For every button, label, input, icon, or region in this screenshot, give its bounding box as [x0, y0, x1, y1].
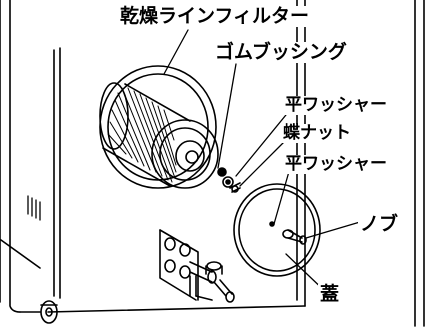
label-knob: ノブ: [358, 213, 401, 235]
caster-wheel: [40, 300, 58, 324]
knob: [269, 221, 307, 245]
leader-lines: [163, 29, 361, 297]
label-drying-line-filter: 乾燥ラインフィルター: [118, 5, 312, 27]
vent-slits: [27, 195, 41, 221]
filter-cartridge: [99, 82, 219, 189]
wing-nut: [229, 182, 241, 193]
label-lid: 蓋: [318, 283, 342, 305]
flat-washer: [222, 176, 234, 188]
lid: [233, 183, 321, 277]
label-flat-washer-upper: 平ワッシャー: [283, 95, 389, 115]
rubber-bushing: [217, 167, 227, 177]
label-flat-washer-lower: 平ワッシャー: [283, 154, 389, 174]
label-rubber-bushing: ゴムブッシング: [213, 41, 349, 63]
valve-assembly: [159, 229, 235, 303]
label-wing-nut: 蝶ナット: [281, 123, 353, 143]
